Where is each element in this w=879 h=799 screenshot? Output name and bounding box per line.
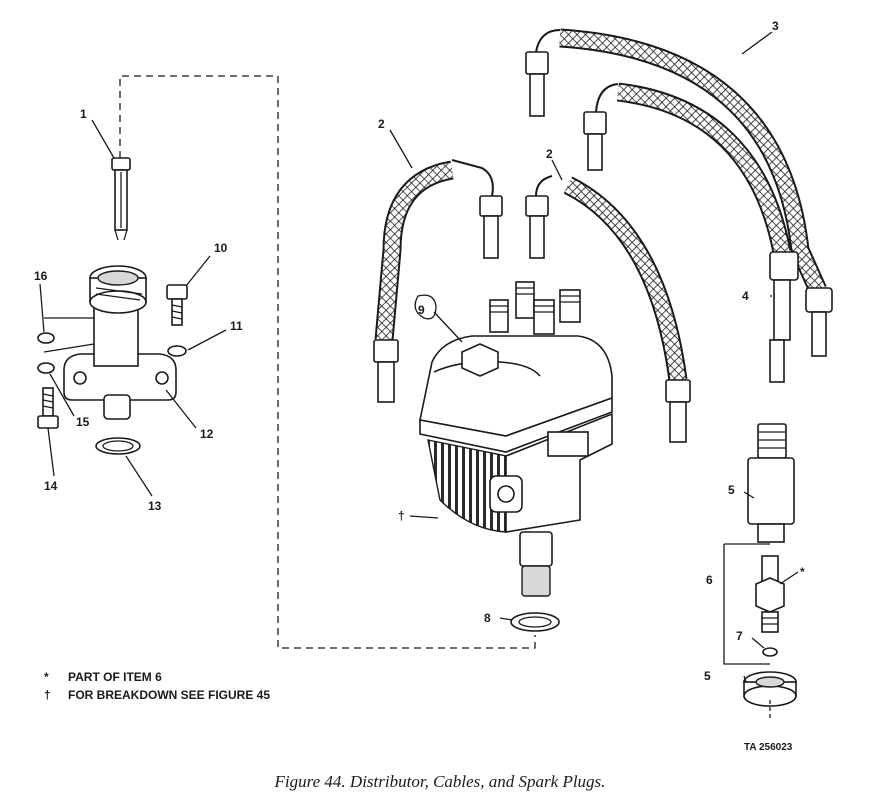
callout-5-lower: 5 [704,669,711,683]
adapter-nut-part-5-lower [743,671,797,707]
callout-star: * [800,565,805,579]
legend-dagger-symbol: † [44,688,51,702]
callout-14: 14 [44,479,58,493]
callout-5-upper: 5 [728,483,735,497]
callout-dagger: † [398,509,405,523]
callout-1: 1 [80,107,87,121]
callout-4: 4 [742,289,749,303]
legend-dagger-text: FOR BREAKDOWN SEE FIGURE 45 [68,688,270,702]
callout-12: 12 [200,427,214,441]
callout-3: 3 [772,19,779,33]
callout-11: 11 [230,319,243,333]
callout-9: 9 [418,303,425,317]
callout-10: 10 [214,241,228,255]
callout-16: 16 [34,269,48,283]
legend-star-symbol: * [44,670,49,684]
spark-plug-adapter-5-upper [747,423,795,543]
callout-leaders [39,31,799,683]
callout-8: 8 [484,611,491,625]
ta-number: TA 256023 [744,742,793,753]
distributor-adapter-part [63,265,177,420]
bolt-part-10 [166,284,188,326]
callout-2-right: 2 [546,147,553,161]
callout-15: 15 [76,415,90,429]
drive-shaft-part [111,157,131,241]
figure-caption: Figure 44. Distributor, Cables, and Spar… [274,772,606,791]
legend-star-text: PART OF ITEM 6 [68,670,162,684]
callout-6: 6 [706,573,713,587]
washer-part-15 [37,362,55,374]
gasket-part-13 [95,437,141,455]
seal-ring-part-8 [510,612,560,632]
spark-plug-part-6 [755,555,785,633]
gasket-part-7 [762,647,778,657]
distributor-part [419,281,613,597]
cable-terminals [373,51,833,443]
assembly-dashed-line [119,75,536,649]
washer-part-16 [37,332,55,344]
bolt-part-14 [37,387,59,429]
callout-13: 13 [148,499,162,513]
callout-2-left: 2 [378,117,385,131]
callout-7: 7 [736,629,743,643]
washer-part-11 [167,345,187,357]
